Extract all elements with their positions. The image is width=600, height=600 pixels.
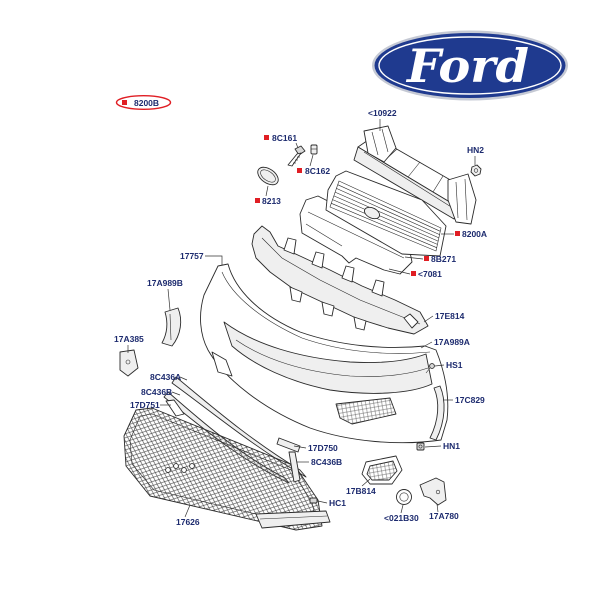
bottom-trim-bar (255, 510, 331, 529)
bumper-reinforcement-beam (353, 125, 477, 225)
callout-8200a: 8200A (462, 229, 487, 239)
trim-17d751 (165, 399, 185, 417)
callout-17b814: 17B814 (346, 486, 376, 496)
radiator-grille-8200a (325, 170, 447, 257)
grille-backing-8b271 (299, 195, 413, 275)
highlight-oval (115, 94, 172, 110)
marker-square (297, 168, 302, 173)
fog-lamp-021b30 (396, 489, 412, 505)
callout-17a385: 17A385 (114, 334, 144, 344)
callout-17a989a: 17A989A (434, 337, 470, 347)
callout-8200b: 8200B (134, 98, 159, 108)
callout-8c436b-right: 8C436B (311, 457, 342, 467)
marker-square (455, 231, 460, 236)
strip-17d750 (276, 437, 301, 453)
callout-8c162: 8C162 (305, 166, 330, 176)
logo-wordmark: Ford (405, 39, 529, 93)
bracket-17a989b (161, 307, 182, 347)
fog-recess-left (211, 351, 233, 377)
leader-lines (127, 119, 476, 518)
callout-hn1: HN1 (443, 441, 460, 451)
marker-square (424, 256, 429, 261)
callout-8c436b-left: 8C436B (141, 387, 172, 397)
callout-17d750: 17D750 (308, 443, 338, 453)
hn1-nut (416, 442, 425, 451)
callout-8c436a: 8C436A (150, 372, 181, 382)
callout-7081: <7081 (418, 269, 442, 279)
grille-emblem (363, 206, 381, 220)
callout-17757: 17757 (180, 251, 204, 261)
logo-oval (374, 33, 566, 98)
callout-17c829: 17C829 (455, 395, 485, 405)
callout-8213: 8213 (262, 196, 281, 206)
fog-bezel-17b814 (361, 455, 403, 485)
sensor-holes (165, 463, 195, 473)
hc1-clip (309, 497, 318, 504)
callout-hn2: HN2 (467, 145, 484, 155)
callout-labels: 8200B <10922 8C161 HN2 8C162 8213 8200A … (114, 98, 487, 527)
bumper-cover-17757 (200, 263, 449, 444)
callout-17a989b: 17A989B (147, 278, 183, 288)
bracket-17a780 (419, 477, 447, 506)
chrome-strip-8c436a (171, 376, 307, 478)
ford-logo: Ford (372, 30, 568, 101)
lower-grille-17626 (123, 407, 323, 531)
callout-8c161: 8C161 (272, 133, 297, 143)
callout-hc1: HC1 (329, 498, 346, 508)
bolt-8c161 (287, 145, 306, 167)
energy-absorber-17e814 (251, 225, 429, 335)
callout-021b30: <021B30 (384, 513, 419, 523)
logo-inner-ring (378, 36, 562, 95)
marker-square (255, 198, 260, 203)
hs1-screw (425, 363, 435, 374)
chrome-strip-8c436b-right (288, 451, 301, 483)
marker-square (411, 271, 416, 276)
hn2-nut (470, 164, 482, 177)
callout-8b271: 8B271 (431, 254, 456, 264)
bracket-17a385 (119, 349, 139, 377)
callout-10922: <10922 (368, 108, 397, 118)
callout-hs1: HS1 (446, 360, 463, 370)
emblem-8213 (257, 166, 279, 186)
moulding-17c829 (429, 385, 445, 441)
callout-17e814: 17E814 (435, 311, 465, 321)
clip-8c162 (310, 144, 318, 155)
fog-recess-right (335, 397, 397, 425)
callout-17d751: 17D751 (130, 400, 160, 410)
callout-17a780: 17A780 (429, 511, 459, 521)
marker-square (264, 135, 269, 140)
callout-17626: 17626 (176, 517, 200, 527)
marker-square (122, 100, 127, 105)
